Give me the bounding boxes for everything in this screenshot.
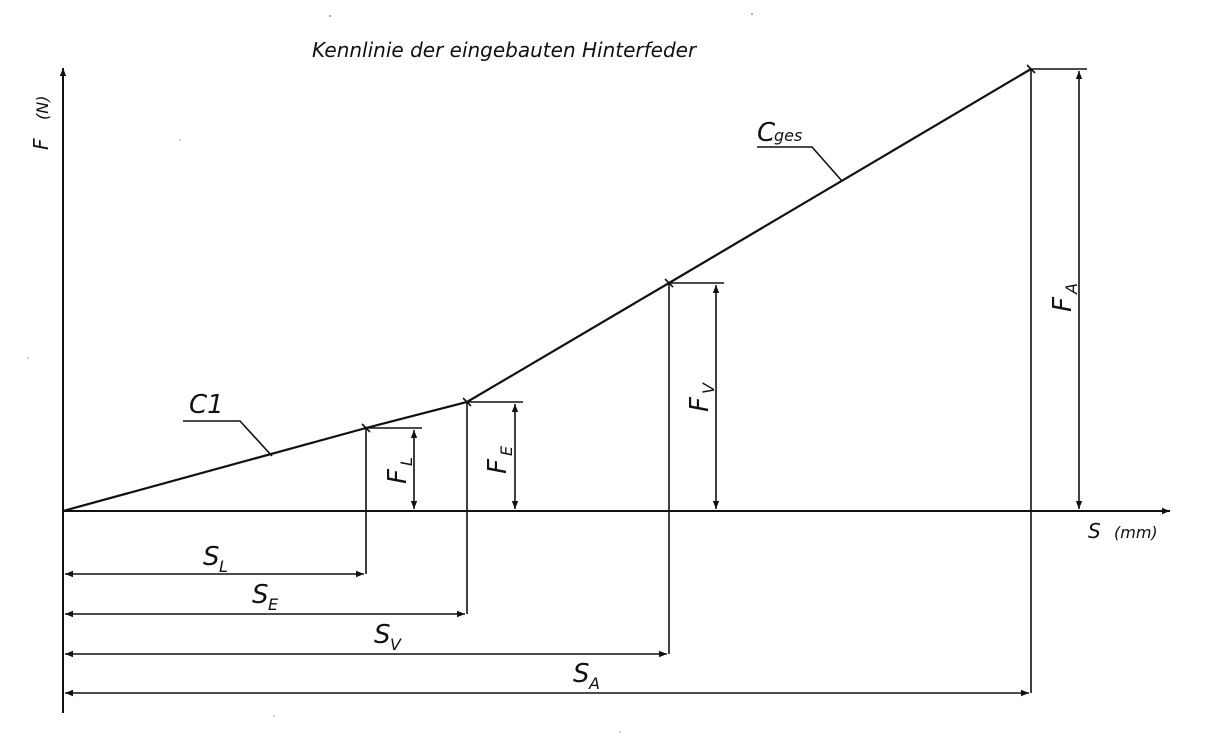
- characteristic-curve: [62, 68, 1032, 513]
- force-dimension-arrows: [410, 71, 1083, 509]
- sa-label-sub: A: [588, 674, 600, 693]
- x-axis-unit: (mm): [1114, 523, 1158, 542]
- sl-label-sub: L: [219, 557, 228, 576]
- c1-leader-line: [183, 420, 273, 457]
- diagram-title: Kennlinie der eingebauten Hinterfeder: [312, 38, 698, 62]
- sa-label: S A: [573, 659, 600, 693]
- sl-label-main: S: [203, 542, 220, 572]
- fe-label: F E: [483, 445, 516, 474]
- x-axis-symbol: S: [1088, 519, 1101, 543]
- x-axis-label: S (mm): [1088, 519, 1158, 543]
- force-extension-lines: [366, 68, 1087, 429]
- fl-label: F L: [383, 457, 416, 484]
- scan-specks: [27, 13, 753, 733]
- y-axis-unit: (N): [33, 96, 52, 120]
- se-label-main: S: [252, 580, 269, 610]
- sl-label: S L: [203, 542, 228, 576]
- curve-point-ticks: [361, 64, 1036, 433]
- fe-label-main: F: [483, 458, 513, 474]
- fv-label: F V: [685, 382, 718, 412]
- fl-label-main: F: [383, 468, 413, 484]
- cges-label-sub: ges: [774, 126, 802, 145]
- fv-label-sub: V: [699, 382, 718, 394]
- sv-label: S V: [374, 620, 402, 654]
- se-label: S E: [252, 580, 279, 614]
- cges-label: C ges: [757, 118, 802, 148]
- cges-label-main: C: [757, 118, 776, 148]
- y-axis-symbol: F: [29, 138, 53, 150]
- fv-label-main: F: [685, 396, 715, 412]
- fa-label: F A: [1048, 283, 1081, 312]
- sv-label-sub: V: [390, 635, 402, 654]
- vertical-drop-lines: [365, 69, 1032, 693]
- sv-label-main: S: [374, 620, 391, 650]
- c1-label: C1: [189, 390, 224, 420]
- fl-label-sub: L: [397, 457, 416, 466]
- sa-label-main: S: [573, 659, 590, 689]
- y-axis-label: F (N): [29, 96, 53, 150]
- fa-label-sub: A: [1062, 283, 1081, 295]
- fa-label-main: F: [1048, 296, 1078, 312]
- se-label-sub: E: [268, 595, 279, 614]
- cges-leader-line: [757, 146, 843, 182]
- displacement-dimension-arrows: [65, 570, 1029, 697]
- fe-label-sub: E: [497, 445, 516, 456]
